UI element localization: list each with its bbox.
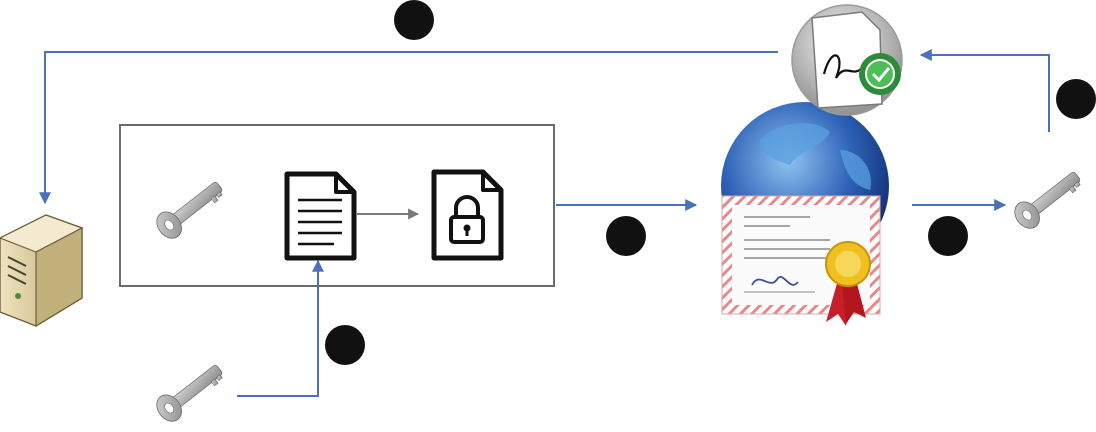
step-marker xyxy=(325,325,365,365)
step-marker xyxy=(1056,79,1096,119)
server-tower-icon xyxy=(0,214,84,328)
step-marker xyxy=(928,216,968,256)
step-marker xyxy=(606,216,646,256)
encryption-box xyxy=(119,124,555,287)
step-marker xyxy=(394,0,434,40)
step-markers xyxy=(325,0,1096,365)
connector-bottom-key-to-document xyxy=(237,259,324,397)
connectors xyxy=(39,49,1050,397)
globe-certificate-icon xyxy=(721,102,889,326)
key-icon xyxy=(1009,164,1087,234)
locked-document-icon xyxy=(431,169,504,261)
signed-document-check-icon xyxy=(791,4,903,116)
key-icon xyxy=(151,357,229,427)
key-icon xyxy=(151,174,229,244)
connector-signed-doc-to-server xyxy=(39,51,778,205)
connector-key-to-signed-doc xyxy=(919,49,1050,132)
document-lines-icon xyxy=(284,171,357,261)
